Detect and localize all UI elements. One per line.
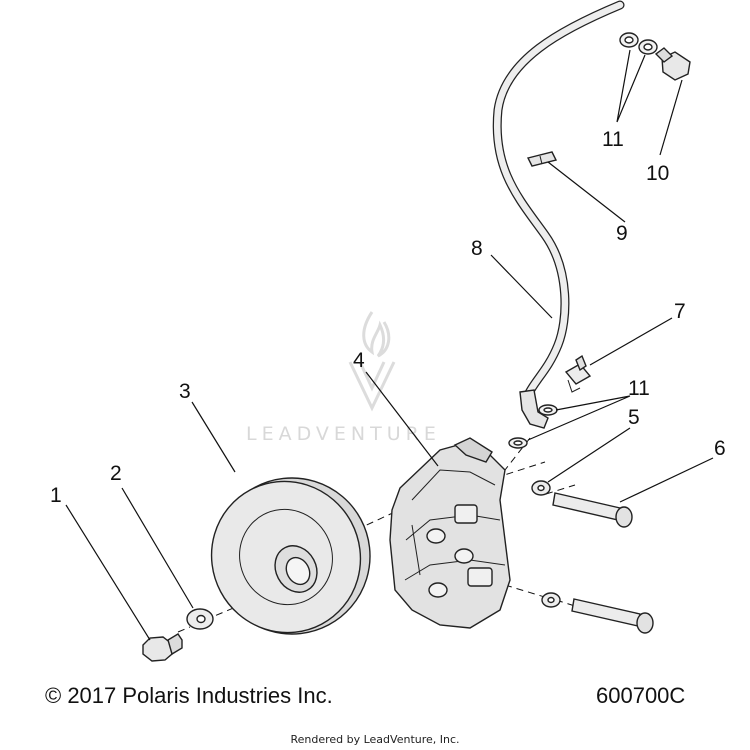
callout-10: 10 — [646, 162, 669, 185]
callout-5: 5 — [628, 406, 640, 429]
callout-3: 3 — [179, 380, 191, 403]
watermark-logo — [348, 311, 396, 412]
part-long-bolt-6-upper — [552, 492, 633, 528]
diagram-part-code: 600700C — [596, 683, 686, 708]
copyright-text: © 2017 Polaris Industries Inc. — [45, 683, 333, 708]
part-washer-2 — [186, 608, 214, 630]
part-washer-5-upper — [531, 480, 551, 496]
callout-9: 9 — [616, 222, 628, 245]
part-long-bolt-6-lower — [571, 598, 654, 634]
callout-7: 7 — [674, 300, 686, 323]
callout-11-bottom: 11 — [628, 377, 650, 400]
watermark: LEADVENTURE — [246, 311, 441, 445]
leader-10 — [659, 79, 683, 156]
leader-11-top — [616, 49, 646, 123]
part-brake-disc-3 — [210, 477, 371, 635]
callout-2: 2 — [110, 462, 122, 485]
leader-1 — [65, 504, 151, 641]
part-crush-washers-11-upper — [619, 32, 658, 55]
part-bolt-1 — [142, 633, 183, 662]
leader-lines — [65, 49, 714, 641]
leader-6 — [619, 457, 714, 503]
part-crush-washers-11-lower — [508, 404, 558, 449]
part-bleeder-7 — [564, 354, 592, 393]
leader-2 — [121, 487, 194, 609]
callout-4: 4 — [353, 349, 365, 372]
leader-4 — [365, 371, 439, 467]
callout-11-top: 11 — [602, 128, 624, 151]
part-caliper-4 — [389, 437, 511, 629]
leader-8 — [490, 254, 553, 319]
rendered-by-text: Rendered by LeadVenture, Inc. — [290, 733, 460, 746]
leader-7 — [589, 317, 673, 366]
part-brake-hose-8 — [492, 0, 625, 429]
callout-6: 6 — [714, 437, 726, 460]
leader-9 — [547, 161, 626, 223]
axis-line-upper — [344, 461, 576, 536]
part-washer-5-lower — [541, 592, 561, 608]
callout-1: 1 — [50, 484, 62, 507]
part-clip-9 — [526, 151, 558, 167]
leader-5 — [547, 427, 631, 483]
callout-8: 8 — [471, 237, 483, 260]
leader-11-bottom — [527, 395, 631, 441]
watermark-text: LEADVENTURE — [246, 423, 441, 445]
leader-3 — [191, 401, 236, 473]
part-banjo-bolt-10 — [654, 47, 691, 81]
